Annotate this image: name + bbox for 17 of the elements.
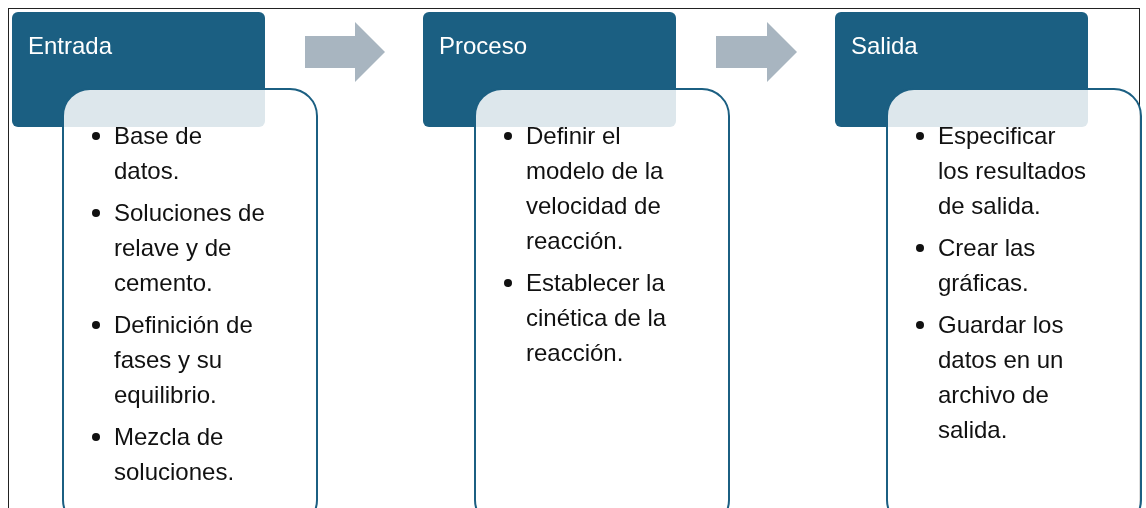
rounded-list-box (886, 88, 1142, 508)
bullet-text: Definir el modelo de la velocidad de reacción. (526, 122, 664, 254)
rounded-list-box (474, 88, 730, 508)
stage-title: Salida (851, 32, 918, 60)
block-arrow (305, 22, 385, 82)
bullet-text: Mezcla de soluciones. (114, 423, 235, 485)
rounded-list-box (62, 88, 318, 508)
bullet-text: Soluciones de relave y de cemento. (114, 199, 265, 296)
bullet-text: Definición de fases y su equilibrio. (114, 311, 253, 408)
bullet-text: Crear las gráficas. (938, 234, 1036, 296)
block-arrow (716, 22, 797, 82)
stage-title: Proceso (439, 32, 528, 60)
bullet-text: Base de datos. (114, 122, 203, 184)
bullet-text: Especificar los resultados de salida. (938, 122, 1087, 219)
stage-title: Entrada (28, 32, 113, 60)
bullet-text: Guardar los datos en un archivo de salida. (938, 311, 1064, 443)
bullet-text: Establecer la cinética de la reacción. (526, 269, 667, 366)
